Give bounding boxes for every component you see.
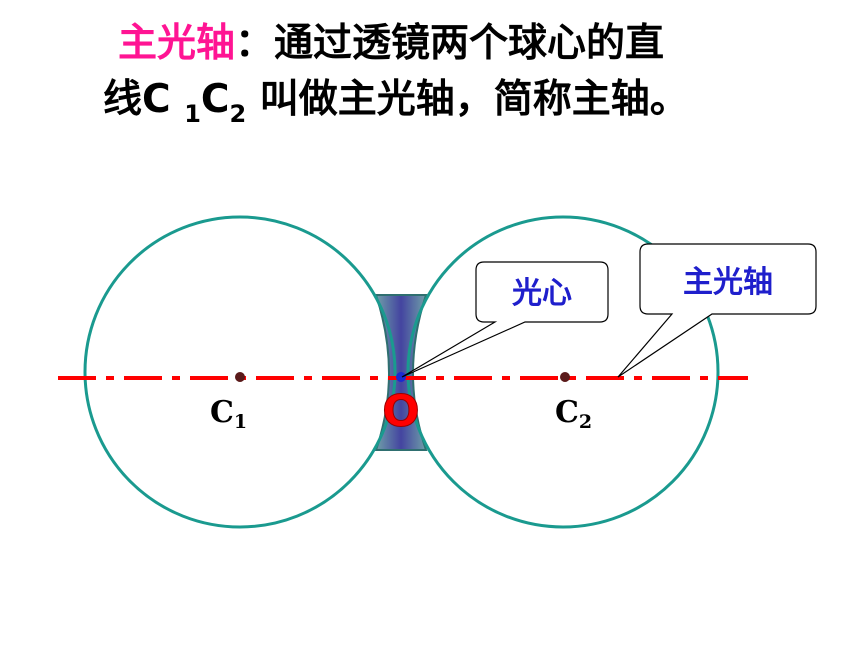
title-line-1: 主光轴：通过透镜两个球心的直 <box>0 16 860 72</box>
callout-principal-axis-box <box>617 243 817 378</box>
callout-optical-center-text: 光心 <box>512 276 572 311</box>
title-line-2: 线C 1C2 叫做主光轴，简称主轴。 <box>0 72 860 128</box>
title-c2-letter: C <box>200 77 230 122</box>
sphere-right <box>406 215 720 529</box>
title-definition-part1: ：通过透镜两个球心的直 <box>235 21 665 66</box>
optical-center-point <box>396 372 406 382</box>
label-c1: C1 <box>210 395 247 433</box>
label-origin: O <box>382 386 419 437</box>
title-c2-subscript: 2 <box>229 100 247 128</box>
center-c1-point <box>235 372 245 382</box>
slide-title: 主光轴：通过透镜两个球心的直 线C 1C2 叫做主光轴，简称主轴。 <box>0 16 860 128</box>
callout-optical-center-box <box>401 261 609 378</box>
sphere-left <box>83 215 397 529</box>
center-c2-point <box>560 372 570 382</box>
title-line2-prefix: 线C <box>103 77 185 122</box>
label-c2: C2 <box>555 395 592 433</box>
callout-principal-axis-text: 主光轴 <box>683 265 773 300</box>
title-c1-subscript: 1 <box>184 100 201 128</box>
title-line2-suffix: 叫做主光轴，简称主轴。 <box>246 77 689 122</box>
term-principal-axis: 主光轴 <box>118 21 236 66</box>
